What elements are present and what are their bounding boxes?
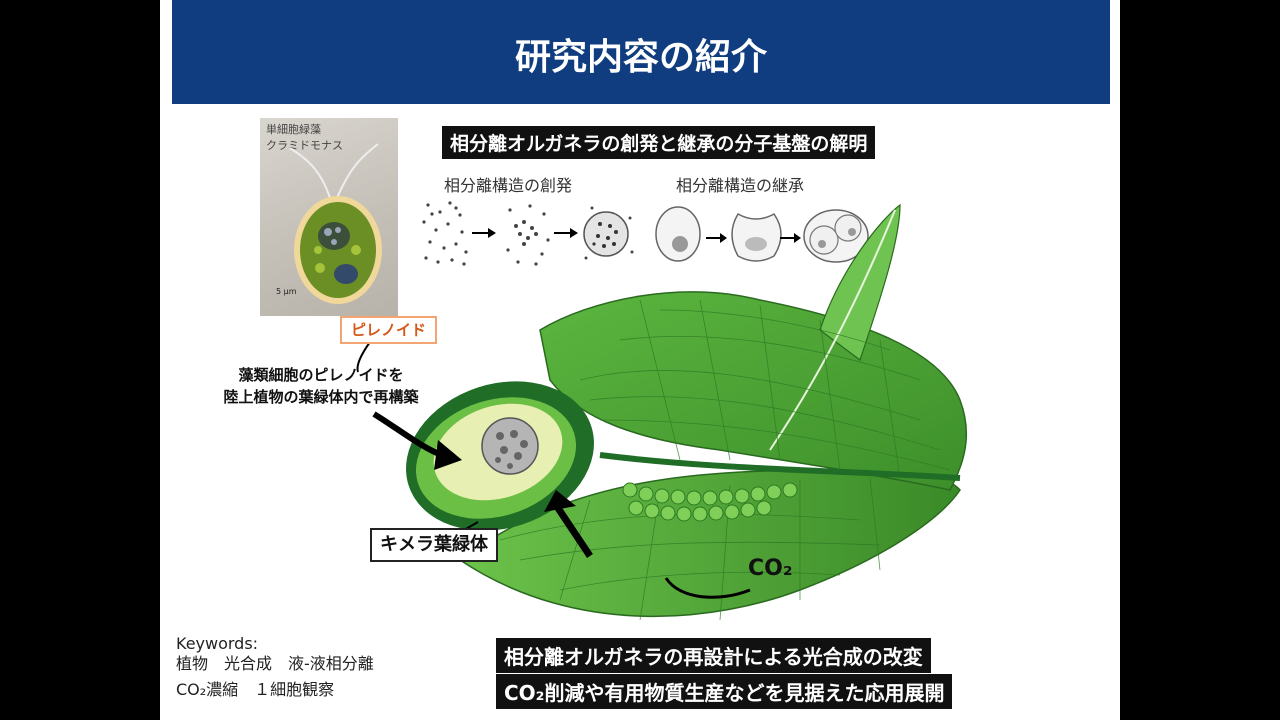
scale-bar-label: 5 μm — [276, 287, 297, 296]
keywords-line2: CO₂濃縮 １細胞観察 — [176, 680, 335, 699]
note-line2: 陸上植物の葉緑体内で再構築 — [223, 388, 419, 406]
dispersed-molecules-icon — [422, 201, 468, 266]
droplet-condensate-icon — [583, 206, 634, 260]
illustration — [356, 201, 968, 621]
dividing-cell-icon — [731, 212, 782, 262]
photo-label-line2: クラミドモナス — [266, 139, 343, 152]
header-bar: 研究内容の紹介 — [172, 0, 1110, 104]
algae-cell-image — [289, 143, 382, 304]
single-cell-icon — [655, 206, 701, 262]
keywords-heading: Keywords: — [176, 634, 259, 653]
creation-sequence — [422, 201, 634, 266]
slide: 研究内容の紹介 相分離オルガネラの創発と継承の分子基盤の解明 相分離構造の創発 … — [160, 0, 1120, 720]
pyrenoid-tag: ピレノイド — [340, 316, 438, 344]
slide-title: 研究内容の紹介 — [514, 37, 767, 78]
clustering-molecules-icon — [506, 204, 550, 266]
co2-arrow — [664, 577, 751, 599]
research-topic-label: 相分離オルガネラの創発と継承の分子基盤の解明 — [442, 126, 876, 159]
chimera-chloroplast-illustration — [356, 341, 594, 558]
application-line-1: 相分離オルガネラの再設計による光合成の改変 — [496, 638, 931, 673]
leaf-illustration — [458, 203, 968, 621]
chlamydomonas-photo: 単細胞緑藻 クラミドモナス 5 μm — [260, 118, 398, 316]
co2-label: CO₂ — [748, 556, 793, 581]
note-line1: 藻類細胞のピレノイドを — [238, 366, 404, 384]
photo-label: 単細胞緑藻 クラミドモナス — [266, 122, 343, 154]
reconstruction-note: 藻類細胞のピレノイドを 陸上植物の葉緑体内で再構築 — [208, 364, 434, 408]
creation-label: 相分離構造の創発 — [444, 176, 573, 195]
inheritance-label: 相分離構造の継承 — [676, 176, 805, 195]
two-daughter-cells-icon — [803, 209, 869, 263]
photo-label-line1: 単細胞緑藻 — [266, 123, 321, 136]
keywords-block: Keywords: 植物 光合成 液-液相分離 CO₂濃縮 １細胞観察 — [176, 634, 374, 700]
chimera-chloroplast-tag: キメラ葉緑体 — [370, 528, 498, 562]
pyrenoid-icon — [481, 417, 539, 475]
keywords-line1: 植物 光合成 液-液相分離 — [176, 654, 374, 673]
application-line-2: CO₂削減や有用物質生産などを見据えた応用展開 — [496, 674, 953, 709]
inheritance-sequence — [655, 206, 869, 263]
